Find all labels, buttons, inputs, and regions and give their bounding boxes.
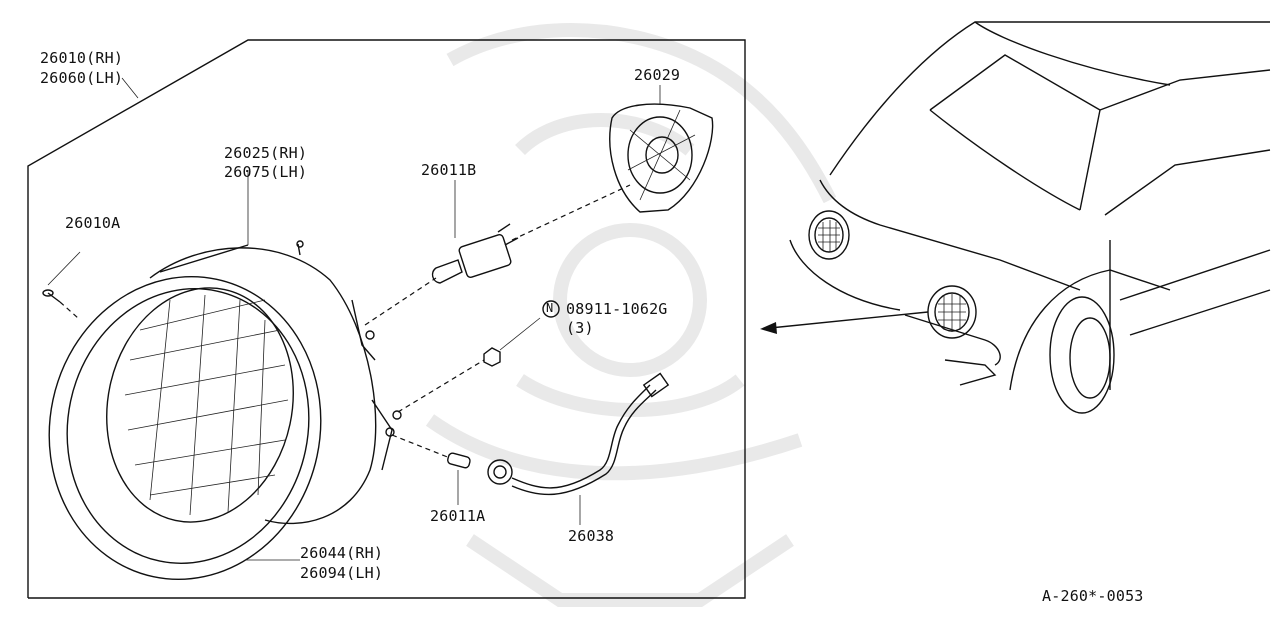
label-unit-lh: 26075(LH) [224,163,308,181]
position-bulb [447,452,471,505]
hex-nut [483,300,560,367]
headlamp-lens [106,287,294,523]
label-nut-symbol: N [546,301,554,315]
label-assembly-lh: 26060(LH) [40,69,124,87]
label-small-bulb: 26011A [430,507,486,525]
label-screw: 26010A [65,214,121,232]
label-unit-rh: 26025(RH) [224,144,308,162]
location-arrow [760,311,929,334]
label-socket-cover: 26029 [634,66,681,84]
socket-wire [487,372,670,525]
mounting-studs [296,240,402,437]
adjusting-screw [42,251,81,319]
socket-cover [609,85,714,213]
vehicle-sketch [789,21,1271,414]
headlamp-rim [48,275,322,581]
label-bulb: 26011B [421,161,477,179]
label-wire: 26038 [568,527,615,545]
vehicle-headlight-left [808,210,850,260]
halogen-bulb [431,180,519,284]
label-nut-qty: (3) [566,319,594,337]
vehicle-headlight-right [927,285,977,339]
headlamp-body [149,170,393,525]
label-assembly-rh: 26010(RH) [40,49,124,67]
label-rim-lh: 26094(LH) [300,564,384,582]
assembly-leader-line [121,77,139,99]
exploded-view-frame [27,39,746,599]
label-nut-part: 08911-1062G [566,300,668,318]
explosion-lines [364,184,631,459]
label-rim-rh: 26044(RH) [300,544,384,562]
reference-code: A-260*-0053 [1042,587,1144,605]
